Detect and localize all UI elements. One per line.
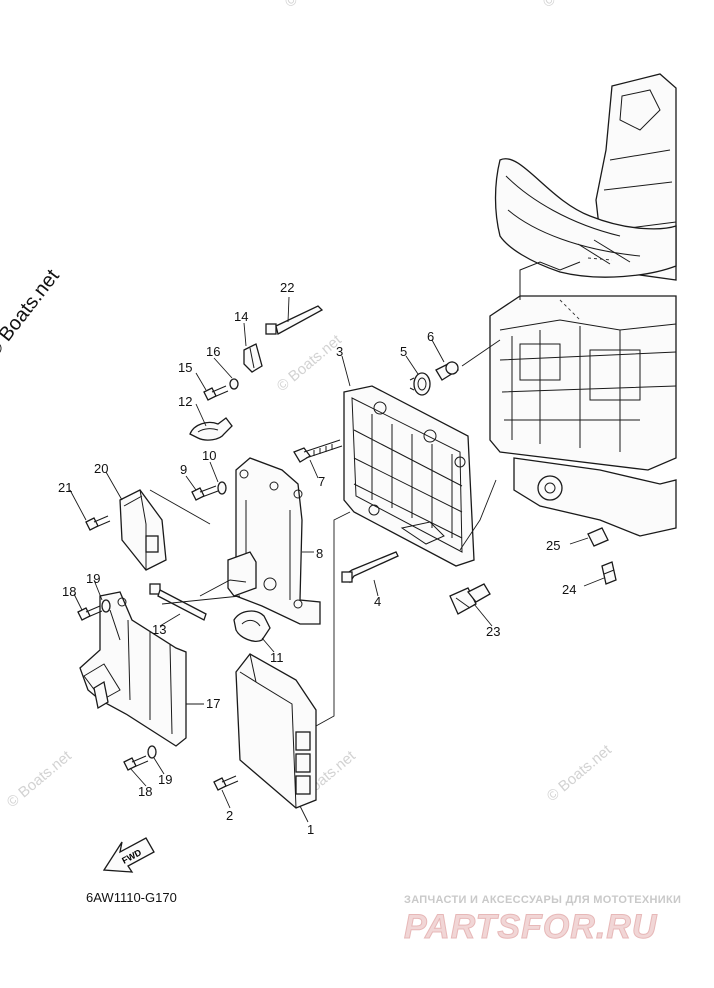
callout-4: 4 [374, 594, 381, 609]
callout-19-upper: 19 [86, 571, 100, 586]
watermark-6: © Boats.net [540, 0, 612, 11]
part-12-clamp [189, 417, 233, 441]
part-14-clip [243, 343, 263, 373]
part-8-plate [227, 457, 321, 625]
callout-10: 10 [202, 448, 216, 463]
part-21-bolt [85, 515, 111, 531]
callout-17: 17 [206, 696, 220, 711]
watermark-5: © Boats.net [282, 0, 354, 11]
callout-23: 23 [486, 624, 500, 639]
callout-18-lower: 18 [138, 784, 152, 799]
part-24-sensor [601, 561, 617, 585]
part-4-cable-tie [341, 551, 399, 584]
part-13-cable-tie [149, 583, 207, 621]
part-17-bracket [79, 591, 187, 747]
callout-20: 20 [94, 461, 108, 476]
engine-block [489, 73, 677, 537]
callout-2: 2 [226, 808, 233, 823]
part-10-washer [217, 481, 227, 495]
part-3-bracket [343, 385, 475, 567]
part-7-bolt [293, 439, 343, 463]
callout-6: 6 [427, 329, 434, 344]
part-22-cable-tie [265, 305, 324, 335]
callout-5: 5 [400, 344, 407, 359]
part-23-sensor [449, 583, 491, 615]
callout-12: 12 [178, 394, 192, 409]
part-16-washer [229, 378, 239, 390]
part-15-screw [203, 385, 229, 401]
callout-14: 14 [234, 309, 248, 324]
callout-7: 7 [318, 474, 325, 489]
part-19-washer-upper [101, 599, 111, 613]
callout-16: 16 [206, 344, 220, 359]
watermark-1: © Boats.net [274, 331, 346, 395]
part-2-bolt [213, 775, 239, 791]
callout-15: 15 [178, 360, 192, 375]
callout-25: 25 [546, 538, 560, 553]
part-18-screw-lower [123, 755, 149, 771]
part-1-ecm [235, 653, 317, 809]
fwd-arrow: FWD [102, 837, 155, 873]
callout-9: 9 [180, 462, 187, 477]
callout-numbers: 1 2 3 4 5 6 7 8 9 10 11 12 13 14 15 16 1… [58, 280, 576, 837]
callout-13: 13 [152, 622, 166, 637]
part-11-clamp [233, 610, 271, 642]
callout-21: 21 [58, 480, 72, 495]
callout-22: 22 [280, 280, 294, 295]
diagram-code: 6AW1110-G170 [86, 890, 177, 905]
callout-24: 24 [562, 582, 576, 597]
callout-1: 1 [307, 822, 314, 837]
part-25-plug [587, 527, 609, 547]
callout-11: 11 [270, 650, 284, 665]
brand-logo: PARTSFOR.RU [403, 908, 658, 947]
part-5-grommet [409, 372, 431, 396]
part-6-cap [435, 361, 459, 381]
callout-19-lower: 19 [158, 772, 172, 787]
callout-8: 8 [316, 546, 323, 561]
part-20-unit [119, 489, 167, 571]
brand-tagline: ЗАПЧАСТИ И АКСЕССУАРЫ ДЛЯ МОТОТЕХНИКИ [404, 894, 682, 906]
callout-18-upper: 18 [62, 584, 76, 599]
watermark-4: © Boats.net [544, 741, 616, 805]
leader-lines [69, 296, 605, 823]
part-9-screw [191, 485, 219, 501]
part-18-screw-upper [77, 605, 103, 621]
part-19-washer-lower [147, 745, 157, 759]
callout-3: 3 [336, 344, 343, 359]
watermark-2: © Boats.net [4, 747, 76, 811]
